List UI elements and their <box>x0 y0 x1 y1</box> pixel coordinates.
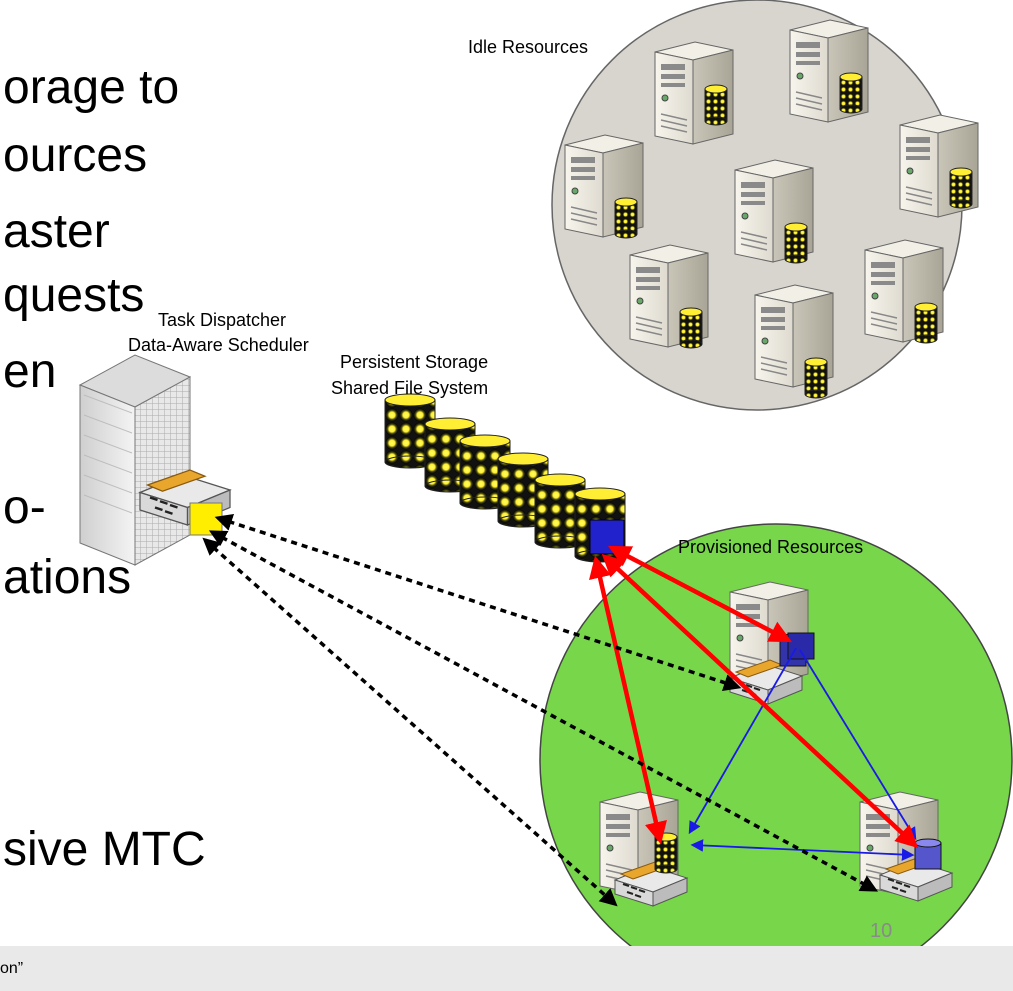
task-dispatcher-label: Task Dispatcher <box>158 310 287 330</box>
idle-server-4 <box>734 159 814 264</box>
idle-server-1 <box>654 41 734 145</box>
bullet-fragment-7: ations <box>3 551 132 604</box>
storage-data-block <box>589 519 625 555</box>
bullet-fragment-3: aster <box>3 205 110 258</box>
bullet-fragment-4: quests <box>3 269 145 322</box>
idle-server-7 <box>864 239 944 344</box>
task-dispatch-arrows <box>202 514 879 907</box>
idle-server-5 <box>899 114 979 218</box>
idle-server-8 <box>754 284 834 399</box>
provisioned-resources-label: Provisioned Resources <box>678 537 864 557</box>
footer-text: on” <box>0 960 24 977</box>
idle-server-6 <box>629 244 709 349</box>
scheduler-label: Data-Aware Scheduler <box>128 335 309 355</box>
idle-resources-label: Idle Resources <box>468 37 589 57</box>
persistent-storage-stack <box>384 393 626 563</box>
bullet-fragment-1: orage to <box>3 61 180 114</box>
footer-bar <box>0 946 1013 991</box>
storage-label-line1: Persistent Storage <box>340 352 489 372</box>
storage-label-line2: Shared File System <box>331 378 489 398</box>
page-number: 10 <box>870 920 893 942</box>
task-dispatcher-tower <box>78 354 192 566</box>
dispatcher-data-block <box>189 502 223 536</box>
bullet-fragment-6: o- <box>3 481 46 534</box>
bullet-fragment-2: ources <box>3 129 148 182</box>
idle-server-2 <box>789 19 869 123</box>
cache-db-right <box>914 838 942 870</box>
bullet-fragment-8: sive MTC <box>3 823 206 876</box>
idle-server-3 <box>564 134 644 239</box>
bullet-fragment-5: en <box>3 345 57 398</box>
